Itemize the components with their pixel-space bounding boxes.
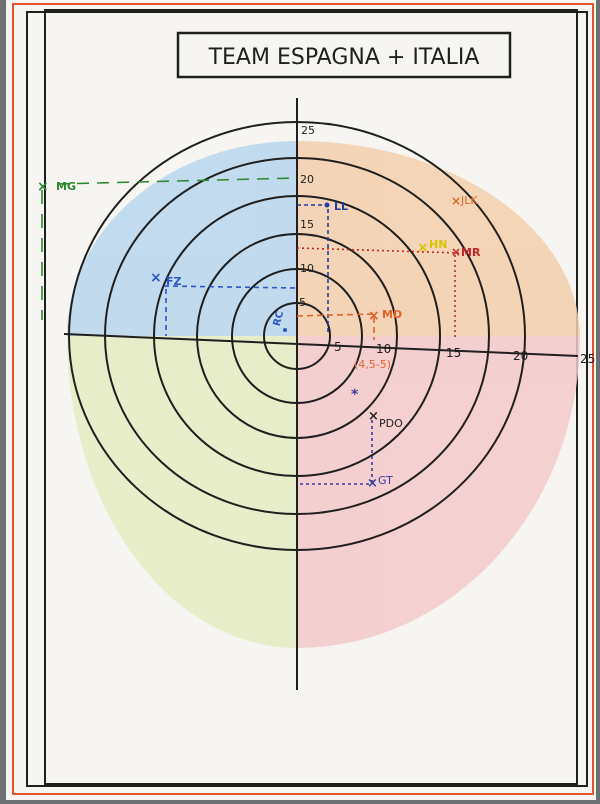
- x-axis: [63, 333, 579, 357]
- y-tick-15: 15: [300, 218, 314, 231]
- jlk-label: JLK: [460, 194, 478, 207]
- fz-label: FZ: [166, 275, 182, 288]
- mr-label: MR: [461, 246, 481, 259]
- x-tick-5: 5: [334, 340, 342, 354]
- people-markers: × MG × FZ LL × JLK × HN × MR × MD (4,5-5…: [37, 179, 481, 491]
- pdo-cross-icon: ×: [368, 409, 379, 424]
- border-line-2: [44, 9, 578, 785]
- rc-dot-icon: [283, 328, 287, 332]
- y-tick-labels: 5 10 15 20 25: [299, 124, 315, 309]
- hn-cross-icon: ×: [417, 240, 429, 256]
- title-box: TEAM ESPAGNA + ITALIA: [176, 31, 512, 79]
- fz-cross-icon: ×: [150, 270, 162, 286]
- marker-rc: RC: [272, 310, 287, 332]
- border-line-1: [26, 11, 588, 787]
- ll-label: LL: [334, 200, 348, 213]
- mr-cross-icon: ×: [451, 245, 461, 259]
- rc-label: RC: [272, 310, 287, 327]
- y-tick-10: 10: [300, 262, 314, 275]
- fz-guide-line: [163, 285, 298, 289]
- marker-gt: × GT: [367, 474, 393, 491]
- marker-pdo: × PDO: [368, 409, 403, 430]
- hn-label: HN: [429, 238, 447, 251]
- y-tick-5: 5: [299, 296, 306, 309]
- marker-ll: LL: [324, 200, 348, 213]
- guide-lines: [41, 177, 461, 485]
- md-label: MD: [382, 308, 402, 321]
- marker-mg: × MG: [37, 179, 76, 195]
- quadrant-orange: [297, 141, 580, 336]
- marker-mr: × MR: [451, 245, 481, 259]
- diagram-title: TEAM ESPAGNA + ITALIA: [208, 45, 480, 70]
- x-tick-10: 10: [376, 342, 391, 356]
- gt-cross-icon: ×: [367, 476, 378, 491]
- y-tick-20: 20: [300, 173, 314, 186]
- extra-cross-icon: *: [351, 387, 359, 403]
- x-tick-20: 20: [513, 349, 528, 363]
- marker-md: × MD (4,5-5): [354, 308, 402, 371]
- y-tick-25: 25: [301, 124, 315, 137]
- md-coordinate-note: (4,5-5): [354, 358, 391, 371]
- pdo-label: PDO: [379, 417, 403, 430]
- marker-jlk: × JLK: [451, 194, 478, 208]
- mr-guide-line: [296, 247, 461, 254]
- md-guide-line: [296, 313, 375, 340]
- gt-label: GT: [378, 474, 393, 487]
- mg-cross-icon: ×: [37, 179, 49, 195]
- outer-border: [12, 3, 594, 795]
- mg-guide-line: [56, 177, 298, 185]
- ll-dot-icon: [324, 202, 330, 208]
- x-tick-15: 15: [446, 346, 461, 360]
- mg-label: MG: [56, 180, 76, 193]
- jlk-cross-icon: ×: [451, 194, 461, 208]
- md-cross-icon: ×: [368, 308, 380, 324]
- x-tick-labels: 5 10 15 20 25: [334, 340, 595, 366]
- marker-fz: × FZ: [150, 270, 182, 288]
- x-tick-25: 25: [580, 352, 595, 366]
- marker-hn: × HN: [417, 238, 447, 256]
